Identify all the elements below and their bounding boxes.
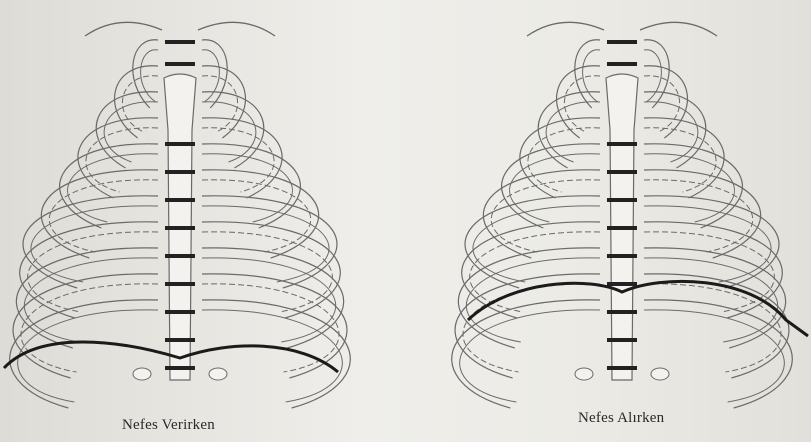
rib-inner — [644, 76, 680, 132]
rib-inner — [49, 180, 158, 252]
rib-inner — [68, 154, 158, 222]
vertebra-mark — [165, 338, 195, 342]
rib-inner — [644, 128, 716, 192]
rib-inner — [644, 180, 753, 252]
rib — [20, 222, 158, 318]
vertebra-mark — [165, 62, 195, 66]
rib-inner — [473, 206, 600, 282]
rib — [78, 118, 158, 198]
rib-inner — [122, 76, 158, 132]
rib-inner — [21, 284, 158, 372]
vertebra-mark — [607, 62, 637, 66]
clavicle — [640, 22, 717, 36]
rib — [202, 222, 340, 318]
vertebra-mark — [607, 226, 637, 230]
rib — [502, 144, 600, 228]
vertebra-mark — [607, 366, 637, 370]
vertebra-mark — [165, 226, 195, 230]
pelvis-stub — [133, 368, 151, 380]
rib — [60, 144, 158, 228]
rib — [202, 144, 300, 228]
rib — [644, 118, 724, 198]
caption-exhale: Nefes Verirken — [122, 417, 215, 434]
vertebra-mark — [607, 254, 637, 258]
rib-inner — [644, 206, 771, 282]
rib-inner — [202, 76, 238, 132]
vertebra-mark — [607, 338, 637, 342]
rib — [520, 118, 600, 198]
ribcage-inhale-illustration — [410, 0, 811, 410]
rib-inner — [18, 310, 158, 402]
rib-inner — [202, 154, 292, 222]
vertebra-mark — [165, 142, 195, 146]
diaphragm-line — [468, 281, 808, 336]
vertebra-mark — [165, 198, 195, 202]
clavicle — [198, 22, 275, 36]
rib — [202, 118, 282, 198]
rib-inner — [528, 128, 600, 192]
pelvis-stub — [209, 368, 227, 380]
rib-inner — [86, 128, 158, 192]
sternum-spine — [133, 40, 227, 380]
rib-inner — [31, 206, 158, 282]
pelvis-stub — [651, 368, 669, 380]
rib-inner — [463, 284, 600, 372]
pelvis-stub — [575, 368, 593, 380]
vertebra-mark — [165, 40, 195, 44]
rib-inner — [644, 154, 734, 222]
vertebra-mark — [607, 170, 637, 174]
clavicle — [85, 22, 162, 36]
vertebra-mark — [165, 310, 195, 314]
rib-inner — [202, 128, 274, 192]
vertebra-mark — [607, 198, 637, 202]
rib-inner — [510, 154, 600, 222]
rib-inner — [202, 180, 311, 252]
rib — [462, 222, 600, 318]
rib-inner — [460, 310, 600, 402]
clavicle — [527, 22, 604, 36]
rib-inner — [202, 310, 342, 402]
sternum-spine — [575, 40, 669, 380]
vertebra-mark — [607, 142, 637, 146]
rib-inner — [491, 180, 600, 252]
vertebra-mark — [165, 282, 195, 286]
caption-inhale: Nefes Alırken — [578, 410, 664, 427]
rib — [644, 222, 782, 318]
rib-inner — [202, 206, 329, 282]
ribcage-exhale-illustration — [0, 0, 405, 410]
vertebra-mark — [165, 366, 195, 370]
rib-inner — [644, 310, 784, 402]
vertebra-mark — [607, 282, 637, 286]
vertebra-mark — [165, 254, 195, 258]
rib-inner — [564, 76, 600, 132]
vertebra-mark — [165, 170, 195, 174]
rib — [644, 144, 742, 228]
vertebra-mark — [607, 40, 637, 44]
rib-inner — [644, 284, 781, 372]
vertebra-mark — [607, 310, 637, 314]
